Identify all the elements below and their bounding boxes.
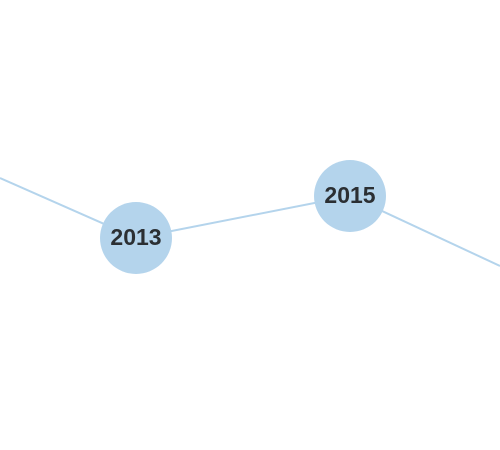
milestone-node-2015: 2015 bbox=[314, 160, 386, 232]
connector-line-middle bbox=[135, 195, 351, 239]
milestone-circle bbox=[314, 160, 386, 232]
milestone-year-label: 2013 bbox=[110, 224, 161, 250]
milestone-node-2013: 2013 bbox=[100, 202, 172, 274]
milestone-year-label: 2015 bbox=[324, 182, 375, 208]
milestone-circle bbox=[100, 202, 172, 274]
